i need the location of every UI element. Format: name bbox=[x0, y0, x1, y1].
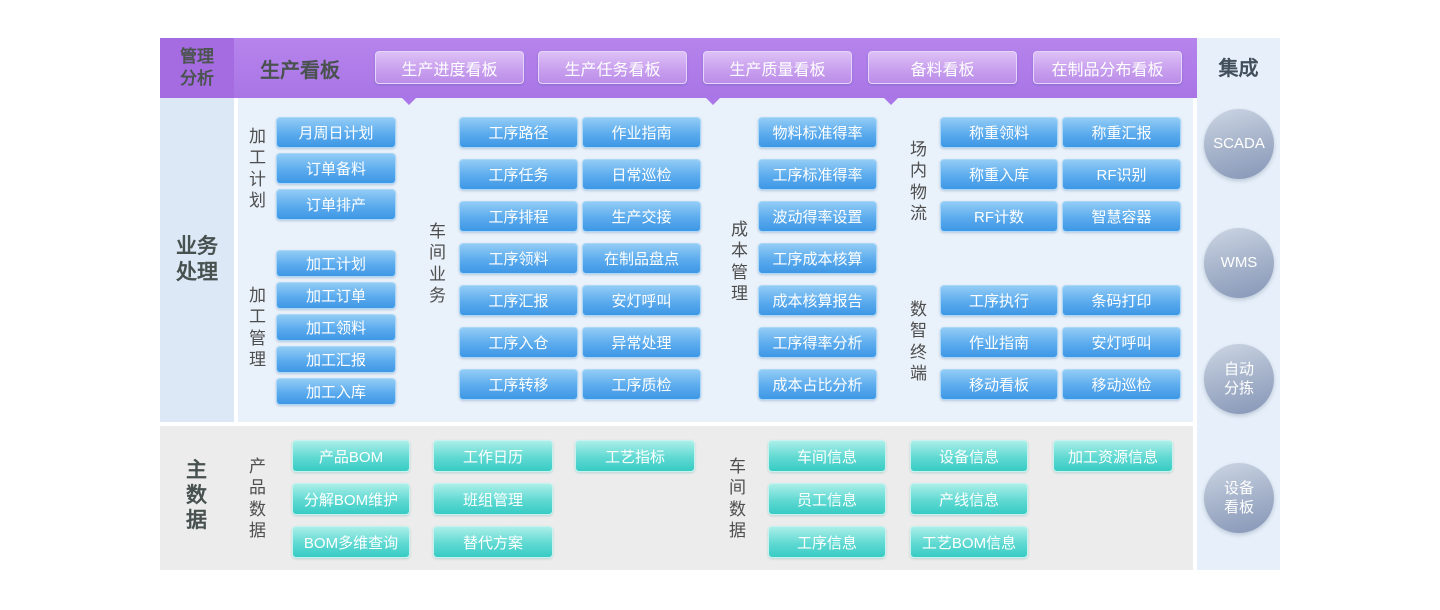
module-chip-process-info[interactable]: 工序信息 bbox=[768, 526, 886, 558]
module-chip-mobile-inspection[interactable]: 移动巡检 bbox=[1062, 369, 1181, 400]
module-chip-month-week-day-plan[interactable]: 月周日计划 bbox=[276, 117, 396, 148]
module-chip-process-quality-check[interactable]: 工序质检 bbox=[582, 369, 701, 400]
master-data-label: 主数据 bbox=[186, 459, 207, 533]
module-chip-work-calendar[interactable]: 工作日历 bbox=[433, 440, 553, 472]
module-chip-smart-container[interactable]: 智慧容器 bbox=[1062, 201, 1181, 232]
module-chip-process-indicators[interactable]: 工艺指标 bbox=[575, 440, 695, 472]
connector-arrow-icon bbox=[884, 98, 898, 105]
module-chip-processing-report[interactable]: 加工汇报 bbox=[276, 346, 396, 373]
module-chip-team-management[interactable]: 班组管理 bbox=[433, 483, 553, 515]
module-chip-equipment-info[interactable]: 设备信息 bbox=[910, 440, 1028, 472]
production-progress-board-button[interactable]: 生产进度看板 bbox=[375, 51, 524, 84]
module-chip-rf-counting[interactable]: RF计数 bbox=[940, 201, 1058, 232]
module-chip-yield-fluctuation-setting[interactable]: 波动得率设置 bbox=[758, 201, 877, 232]
module-chip-cost-accounting-report[interactable]: 成本核算报告 bbox=[758, 285, 877, 316]
product-data-group-label: 产品数据 bbox=[249, 457, 266, 540]
digital-terminal-group-label: 数智终端 bbox=[910, 300, 927, 383]
module-chip-daily-inspection[interactable]: 日常巡检 bbox=[582, 159, 701, 190]
integration-title: 集成 bbox=[1218, 58, 1259, 80]
integration-node-equipment-board[interactable]: 设备 看板 bbox=[1204, 463, 1274, 533]
connector-arrow-icon bbox=[402, 98, 416, 105]
management-analysis-label: 管理 分析 bbox=[180, 46, 214, 88]
production-dashboard-title: 生产看板 bbox=[260, 59, 340, 82]
connector-arrow-icon bbox=[706, 98, 720, 105]
module-chip-order-material-prep[interactable]: 订单备料 bbox=[276, 153, 396, 184]
business-panel-bg bbox=[238, 98, 1193, 422]
production-task-board-button[interactable]: 生产任务看板 bbox=[538, 51, 687, 84]
module-chip-process-cost-accounting[interactable]: 工序成本核算 bbox=[758, 243, 877, 274]
module-chip-substitute-plan[interactable]: 替代方案 bbox=[433, 526, 553, 558]
module-chip-workshop-info[interactable]: 车间信息 bbox=[768, 440, 886, 472]
module-chip-andon-call-terminal[interactable]: 安灯呼叫 bbox=[1062, 327, 1181, 358]
integration-node-auto-sorting[interactable]: 自动 分拣 bbox=[1204, 344, 1274, 414]
module-chip-weighing-picking[interactable]: 称重领料 bbox=[940, 117, 1058, 148]
module-chip-processing-order[interactable]: 加工订单 bbox=[276, 282, 396, 309]
module-chip-andon-call[interactable]: 安灯呼叫 bbox=[582, 285, 701, 316]
module-chip-material-standard-yield[interactable]: 物料标准得率 bbox=[758, 117, 877, 148]
workshop-data-group-label: 车间数据 bbox=[729, 457, 746, 540]
cost-management-group-label: 成本管理 bbox=[731, 220, 748, 303]
module-chip-process-picking[interactable]: 工序领料 bbox=[459, 243, 578, 274]
module-chip-product-bom[interactable]: 产品BOM bbox=[292, 440, 410, 472]
module-chip-process-route[interactable]: 工序路径 bbox=[459, 117, 578, 148]
workshop-business-group-label: 车间业务 bbox=[429, 222, 446, 305]
module-chip-bom-breakdown-maintenance[interactable]: 分解BOM维护 bbox=[292, 483, 410, 515]
module-chip-process-storage[interactable]: 工序入仓 bbox=[459, 327, 578, 358]
module-chip-processing-resource-info[interactable]: 加工资源信息 bbox=[1053, 440, 1173, 472]
business-processing-label: 业务 处理 bbox=[176, 234, 218, 284]
module-chip-process-task[interactable]: 工序任务 bbox=[459, 159, 578, 190]
module-chip-production-handover[interactable]: 生产交接 bbox=[582, 201, 701, 232]
module-chip-process-bom-info[interactable]: 工艺BOM信息 bbox=[910, 526, 1028, 558]
module-chip-weighing-report[interactable]: 称重汇报 bbox=[1062, 117, 1181, 148]
module-chip-process-report[interactable]: 工序汇报 bbox=[459, 285, 578, 316]
module-chip-work-guide-terminal[interactable]: 作业指南 bbox=[940, 327, 1058, 358]
module-chip-work-guide[interactable]: 作业指南 bbox=[582, 117, 701, 148]
module-chip-wip-stocktaking[interactable]: 在制品盘点 bbox=[582, 243, 701, 274]
processing-plan-group-label: 加工计划 bbox=[249, 127, 266, 210]
module-chip-processing-picking[interactable]: 加工领料 bbox=[276, 314, 396, 341]
module-chip-bom-multidim-query[interactable]: BOM多维查询 bbox=[292, 526, 410, 558]
module-chip-mobile-board[interactable]: 移动看板 bbox=[940, 369, 1058, 400]
module-chip-rf-identification[interactable]: RF识别 bbox=[1062, 159, 1181, 190]
module-chip-weighing-warehousing[interactable]: 称重入库 bbox=[940, 159, 1058, 190]
module-chip-exception-handling[interactable]: 异常处理 bbox=[582, 327, 701, 358]
module-chip-processing-plan[interactable]: 加工计划 bbox=[276, 250, 396, 277]
integration-node-scada[interactable]: SCADA bbox=[1204, 109, 1274, 179]
integration-node-wms[interactable]: WMS bbox=[1204, 228, 1274, 298]
module-chip-barcode-printing[interactable]: 条码打印 bbox=[1062, 285, 1181, 316]
wip-distribution-board-button[interactable]: 在制品分布看板 bbox=[1033, 51, 1182, 84]
management-analysis-block: 管理 分析 bbox=[160, 38, 234, 98]
processing-management-group-label: 加工管理 bbox=[249, 286, 266, 369]
module-chip-process-standard-yield[interactable]: 工序标准得率 bbox=[758, 159, 877, 190]
module-chip-cost-proportion-analysis[interactable]: 成本占比分析 bbox=[758, 369, 877, 400]
module-chip-process-scheduling[interactable]: 工序排程 bbox=[459, 201, 578, 232]
module-chip-process-transfer[interactable]: 工序转移 bbox=[459, 369, 578, 400]
business-processing-column: 业务 处理 bbox=[160, 98, 234, 422]
module-chip-processing-warehousing[interactable]: 加工入库 bbox=[276, 378, 396, 405]
module-chip-production-line-info[interactable]: 产线信息 bbox=[910, 483, 1028, 515]
module-chip-process-execution[interactable]: 工序执行 bbox=[940, 285, 1058, 316]
module-chip-process-yield-analysis[interactable]: 工序得率分析 bbox=[758, 327, 877, 358]
module-chip-order-scheduling[interactable]: 订单排产 bbox=[276, 189, 396, 220]
in-plant-logistics-group-label: 场内物流 bbox=[910, 140, 927, 223]
production-quality-board-button[interactable]: 生产质量看板 bbox=[703, 51, 852, 84]
material-prep-board-button[interactable]: 备料看板 bbox=[868, 51, 1017, 84]
module-chip-employee-info[interactable]: 员工信息 bbox=[768, 483, 886, 515]
